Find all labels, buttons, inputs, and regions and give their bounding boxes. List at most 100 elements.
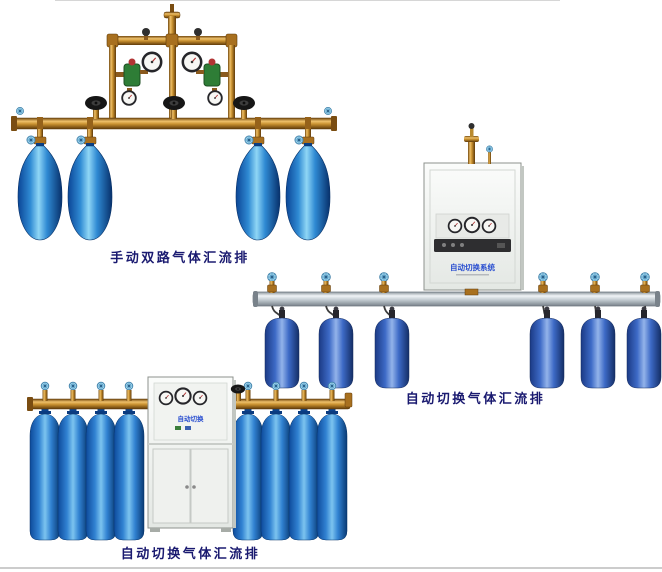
figure1-caption: 手动双路气体汇流排 — [110, 250, 250, 265]
valve-stem — [236, 393, 241, 401]
cylinder-connection — [328, 382, 336, 401]
header-pipe — [13, 117, 335, 130]
top-rule — [55, 0, 560, 1]
gas-cylinder — [285, 142, 331, 241]
door-handle — [192, 485, 196, 489]
cabinet-subtext-line — [456, 274, 489, 276]
pressure-gauge-icon — [121, 90, 137, 106]
right-downpipe — [228, 45, 235, 120]
pressure-gauge-icon — [481, 218, 497, 234]
pipe-coupling — [37, 117, 43, 130]
top-stub-pipe — [170, 4, 174, 14]
pipe-coupling — [87, 117, 93, 130]
cabinet-top-pipe — [468, 140, 475, 164]
control-cabinet: 自动切换 — [147, 376, 236, 532]
cylinder-connection — [77, 129, 96, 144]
cylinder-connection — [41, 382, 49, 401]
control-cabinet: 自动切换系统 — [423, 162, 524, 291]
indicator-light — [185, 426, 191, 430]
gas-cylinder — [235, 142, 281, 241]
cylinder-connection — [69, 382, 77, 401]
pipe-coupling — [305, 117, 311, 130]
auto-switch-manifold-right-figure: 自动切换系统 — [252, 123, 662, 389]
indicator-light — [175, 426, 181, 430]
cabinet-door — [152, 448, 191, 524]
valve-handwheel-icon — [323, 106, 333, 116]
pressure-gauge-icon — [158, 390, 174, 406]
pressure-gauge-icon — [207, 90, 223, 106]
cylinder-connection — [300, 382, 308, 401]
center-downpipe — [169, 45, 176, 118]
gas-cylinder — [580, 306, 616, 389]
cylinder-connection — [244, 382, 252, 401]
valve-handwheel-icon — [485, 145, 494, 153]
gas-cylinder — [374, 306, 410, 389]
cylinder-connection — [97, 382, 105, 401]
gas-cylinder — [67, 142, 113, 241]
pressure-gauge-icon — [192, 390, 208, 406]
cabinet-divider — [148, 443, 233, 445]
cylinder-connection — [272, 382, 280, 401]
gas-cylinder — [264, 306, 300, 389]
gas-cylinder — [232, 403, 264, 541]
gas-cylinder — [29, 403, 61, 541]
header-end-cap — [331, 116, 337, 131]
aluminum-header-pipe — [252, 291, 661, 307]
pressure-regulator — [116, 51, 163, 106]
cylinder-connection — [380, 273, 389, 293]
cabinet-header-connector — [464, 288, 479, 296]
gas-cylinder — [260, 403, 292, 541]
gas-cylinder — [113, 403, 145, 541]
gas-cylinder — [316, 403, 348, 541]
cabinet-top-tee — [464, 136, 479, 142]
sense-line — [488, 152, 491, 164]
cylinder-connection — [245, 129, 264, 144]
top-riser-pipe — [168, 16, 176, 42]
indicator-light — [442, 243, 446, 247]
bottom-rule — [0, 567, 662, 569]
pipe-coupling — [255, 117, 261, 130]
cylinder-connection — [27, 129, 46, 144]
shutoff-valve-icon — [230, 384, 246, 394]
header-end-cap — [253, 291, 258, 307]
auto-switch-manifold-bottom-figure: 自动切换 — [27, 376, 353, 541]
pressure-gauge-icon — [463, 216, 481, 234]
header-end-fitting — [344, 392, 353, 408]
shutoff-valve-icon — [85, 96, 107, 110]
cylinder-connection — [322, 273, 331, 293]
cylinder-connection — [268, 273, 277, 293]
gas-cylinder — [626, 306, 662, 389]
branch-valve-stem — [144, 34, 148, 40]
cylinder-connection — [591, 273, 600, 293]
control-switch — [497, 243, 505, 248]
shutoff-valve-icon — [163, 96, 185, 110]
pressure-gauge-icon — [174, 387, 192, 405]
cabinet-door — [190, 448, 229, 524]
figure3-caption: 自动切换气体汇流排 — [120, 546, 261, 561]
cabinet-foot — [221, 528, 231, 532]
valve-handwheel-icon — [15, 106, 25, 116]
cylinder-connection — [539, 273, 548, 293]
figure2-caption: 自动切换气体汇流排 — [405, 391, 546, 406]
pressure-gauge-icon — [447, 218, 463, 234]
cylinder-connection — [295, 129, 314, 144]
valve-stem — [241, 109, 247, 119]
gas-cylinder — [318, 306, 354, 389]
header-end-cap — [11, 116, 17, 131]
gas-cylinder — [529, 306, 565, 389]
branch-valve-stem — [196, 34, 200, 40]
header-end-cap — [27, 397, 33, 411]
gas-cylinder — [288, 403, 320, 541]
gas-cylinder — [17, 142, 63, 241]
pressure-gauge-icon — [181, 51, 203, 73]
cylinder-connection — [641, 273, 650, 293]
header-end-cap — [655, 291, 660, 307]
shutoff-valve-icon — [233, 96, 255, 110]
valve-stem — [93, 109, 99, 119]
cabinet-label: 自动切换系统 — [450, 262, 495, 272]
relief-stem — [470, 127, 474, 137]
indicator-light — [451, 243, 455, 247]
pressure-regulator — [181, 51, 228, 106]
